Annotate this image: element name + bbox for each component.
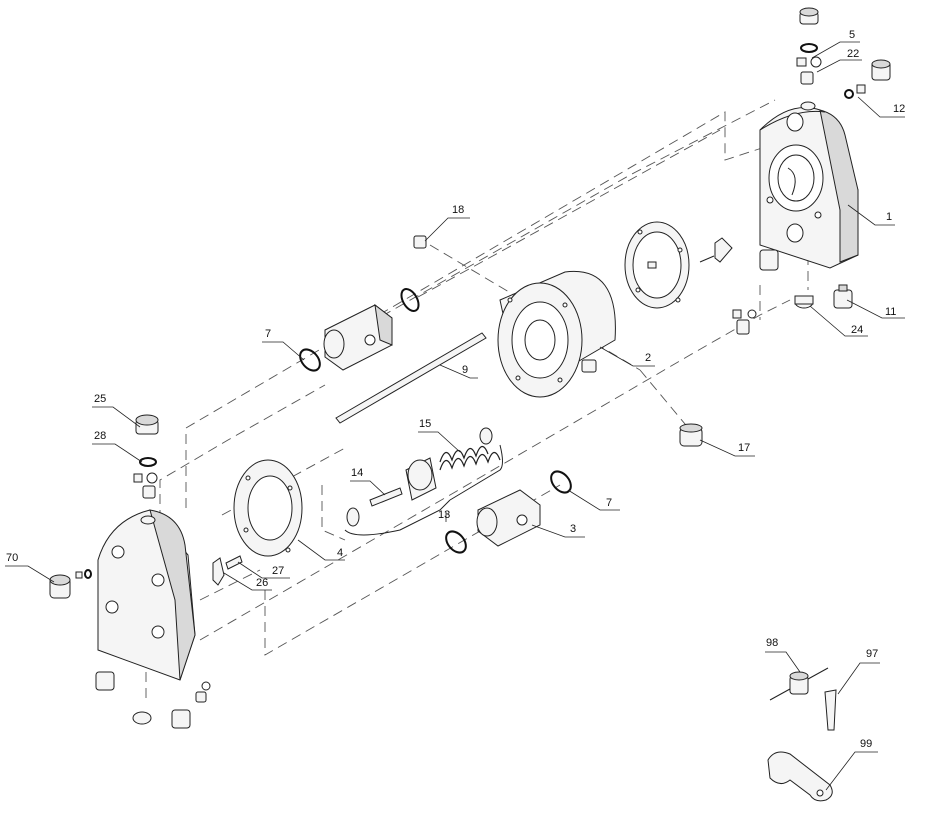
gasket-upper xyxy=(624,221,690,309)
part-99-wrench xyxy=(767,751,833,802)
label-part-26: 26 xyxy=(256,577,268,589)
part-2-drum xyxy=(497,270,616,398)
part-27-screw xyxy=(225,555,243,570)
small-screw-set xyxy=(732,309,757,335)
label-part-4: 4 xyxy=(337,547,343,559)
valve-block-upper xyxy=(323,303,393,371)
oring-lower xyxy=(445,530,467,554)
part-25-plug xyxy=(135,414,159,435)
group-13-bracket xyxy=(344,444,503,536)
part-24-foot xyxy=(794,295,814,309)
label-part-3: 3 xyxy=(570,523,576,535)
label-part-5: 5 xyxy=(849,29,855,41)
oring-upper xyxy=(400,288,420,312)
label-part-70: 70 xyxy=(6,552,18,564)
part-4-gasket xyxy=(233,459,303,557)
part-7-oring-right xyxy=(550,470,572,494)
left-housing-feet xyxy=(95,671,211,729)
label-part-99: 99 xyxy=(860,738,872,750)
part-9-shaft xyxy=(335,332,487,424)
label-part-18: 18 xyxy=(452,204,464,216)
label-part-14: 14 xyxy=(351,467,363,479)
label-part-1: 1 xyxy=(886,211,892,223)
pin-and-key xyxy=(699,237,733,263)
part-3-valve-block xyxy=(476,489,541,547)
part-11-foot xyxy=(759,249,853,309)
part-5-oring xyxy=(800,43,818,53)
spring-sleeve xyxy=(405,457,437,501)
label-part-27: 27 xyxy=(272,565,284,577)
part-12-plug xyxy=(844,59,891,99)
part-18-screw xyxy=(413,235,427,249)
part-70-plug xyxy=(49,569,92,599)
part-17-fitting xyxy=(679,423,703,447)
part-14-piston-rod xyxy=(369,487,403,507)
label-part-11: 11 xyxy=(885,306,896,318)
label-part-98: 98 xyxy=(766,637,778,649)
label-part-13: 13 xyxy=(438,509,450,521)
label-part-9: 9 xyxy=(462,364,468,376)
leader-lines xyxy=(5,41,905,791)
label-part-97: 97 xyxy=(866,648,878,660)
label-part-7-right: 7 xyxy=(606,497,612,509)
label-part-25: 25 xyxy=(94,393,106,405)
left-top-nut xyxy=(133,472,158,499)
part-26-pin xyxy=(212,557,225,586)
assembly-dashed-lines xyxy=(145,99,809,700)
part-15-spring xyxy=(439,427,501,471)
left-housing xyxy=(97,509,196,681)
spool-disc xyxy=(346,507,360,527)
label-part-28: 28 xyxy=(94,430,106,442)
part-labels: 5 22 12 1 11 24 18 2 17 7 3 4 7 9 15 14 … xyxy=(6,29,905,750)
part-22-nut xyxy=(796,56,822,85)
part-97-tool xyxy=(824,689,837,731)
part-7-oring-left xyxy=(299,348,321,372)
part-1-right-housing xyxy=(759,101,859,269)
label-part-17: 17 xyxy=(738,442,750,454)
label-part-7-left: 7 xyxy=(265,328,271,340)
label-part-15: 15 xyxy=(419,418,431,430)
label-part-2: 2 xyxy=(645,352,651,364)
label-part-12: 12 xyxy=(893,103,905,115)
part-28-oring xyxy=(139,457,157,467)
fitting-plug-top xyxy=(799,7,819,25)
label-part-24: 24 xyxy=(851,324,863,336)
part-98-tool xyxy=(769,667,829,701)
label-part-22: 22 xyxy=(847,48,859,60)
